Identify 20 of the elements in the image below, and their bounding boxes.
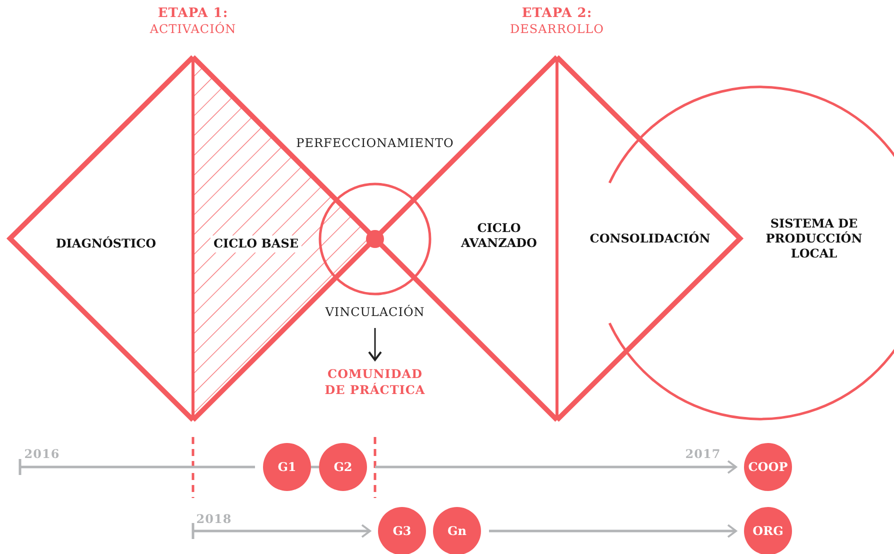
- timeline-line: [311, 466, 319, 468]
- year-label: 2017: [685, 447, 721, 461]
- group-marker: ORG: [744, 507, 792, 554]
- group-marker: G1: [263, 443, 311, 491]
- stage-subtitle: DESARROLLO: [510, 22, 604, 36]
- arrow: [375, 460, 737, 474]
- group-marker: Gn: [433, 507, 481, 554]
- arrow: [489, 524, 737, 538]
- arrow: [193, 524, 371, 538]
- timeline-line: [20, 466, 255, 468]
- group-marker: G3: [378, 507, 426, 554]
- stage-heading: ETAPA 2:: [522, 6, 592, 21]
- stage-subtitle: ACTIVACIÓN: [150, 22, 236, 36]
- section-label: CICLO BASE: [210, 236, 302, 252]
- year-label: 2018: [196, 512, 232, 526]
- group-marker: G2: [319, 443, 367, 491]
- year-label: 2016: [24, 447, 60, 461]
- stage-heading: ETAPA 1:: [158, 6, 228, 21]
- section-label: SISTEMA DE PRODUCCIÓN LOCAL: [764, 216, 864, 262]
- group-marker: COOP: [744, 443, 792, 491]
